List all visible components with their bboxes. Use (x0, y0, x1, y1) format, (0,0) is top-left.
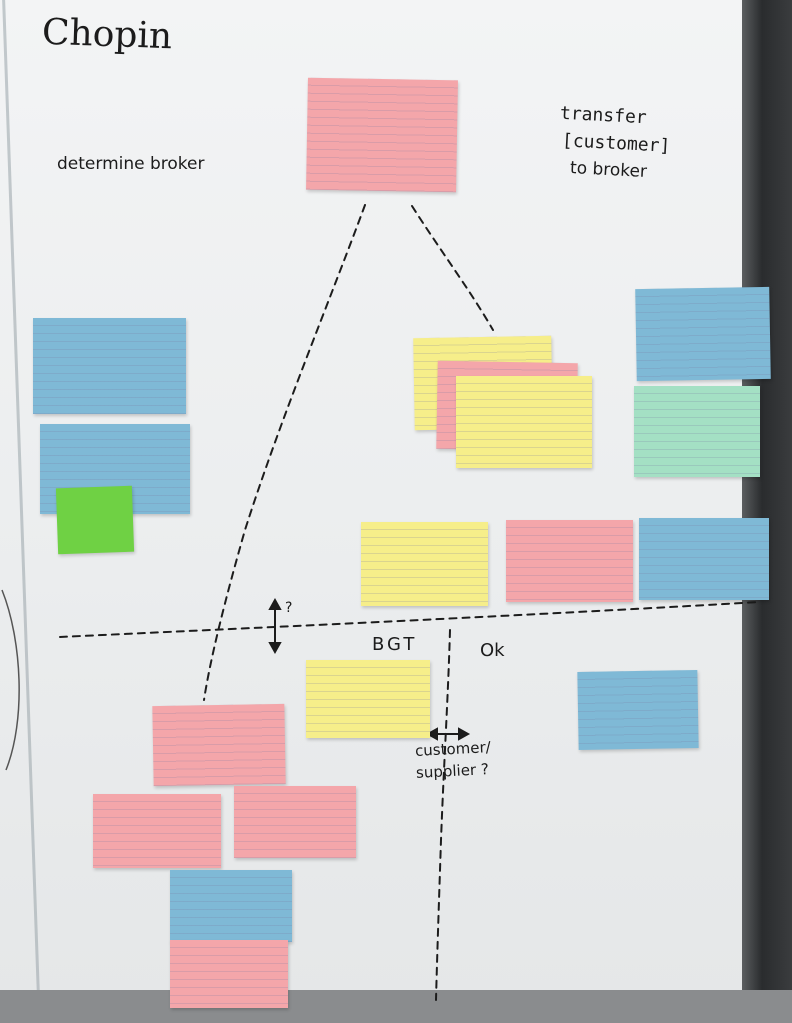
label-supplier: supplier ? (415, 760, 490, 782)
heading-transfer-line-1: transfer (559, 102, 648, 129)
card-pink-lower-left[interactable] (152, 703, 286, 787)
door-frame (742, 0, 792, 1023)
card-blue-bottom[interactable] (170, 870, 292, 942)
dashed-line-vertical (435, 629, 451, 1001)
arrowhead-right (458, 727, 471, 741)
arrowhead-left (425, 727, 438, 741)
dashed-line-horizontal (59, 601, 761, 638)
board-title: Chopin (41, 11, 173, 58)
arrowhead-down (268, 642, 282, 655)
label-ok: Ok (480, 640, 505, 661)
card-pink-middle-right[interactable] (506, 520, 633, 602)
card-blue-left-1[interactable] (33, 318, 186, 414)
sticky-note-green[interactable] (55, 485, 135, 555)
arrowhead-up (268, 597, 282, 610)
label-question-mark: ? (285, 600, 293, 616)
floor (0, 990, 792, 1023)
heading-determine-broker: determine broker (57, 154, 205, 174)
card-pink-top[interactable] (306, 77, 458, 193)
card-pink-bottom-middle[interactable] (234, 786, 356, 858)
card-pink-bottom-left[interactable] (93, 794, 221, 868)
card-blue-right-top[interactable] (635, 286, 771, 382)
card-green-right[interactable] (634, 386, 760, 477)
dashed-line-left-diagonal (203, 204, 366, 701)
heading-transfer-line-3: to broker (569, 157, 648, 183)
card-blue-lower-right[interactable] (577, 669, 699, 751)
curved-mark-left (1, 589, 20, 771)
label-bgt: BGT (372, 634, 418, 655)
card-blue-middle-right[interactable] (639, 518, 769, 600)
card-yellow-stack-front[interactable] (456, 376, 592, 468)
card-pink-bottom[interactable] (170, 940, 288, 1008)
card-yellow-middle[interactable] (361, 522, 488, 606)
dashed-line-right-diagonal (411, 205, 494, 331)
card-yellow-lower[interactable] (306, 660, 430, 738)
